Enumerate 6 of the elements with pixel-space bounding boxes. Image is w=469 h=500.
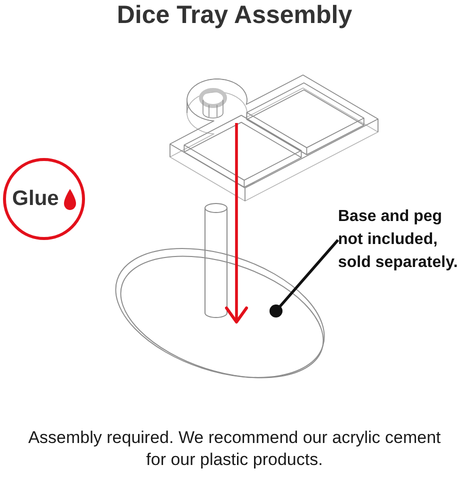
- caption: Assembly required. We recommend our acrylic cement for our plastic products.: [27, 427, 442, 471]
- leader-line: [270, 239, 340, 318]
- arrow: [225, 123, 248, 324]
- callout-text: Base and peg not included, sold separately.: [338, 205, 466, 274]
- title: Dice Tray Assembly: [116, 1, 352, 29]
- glue-label: Glue: [12, 187, 59, 211]
